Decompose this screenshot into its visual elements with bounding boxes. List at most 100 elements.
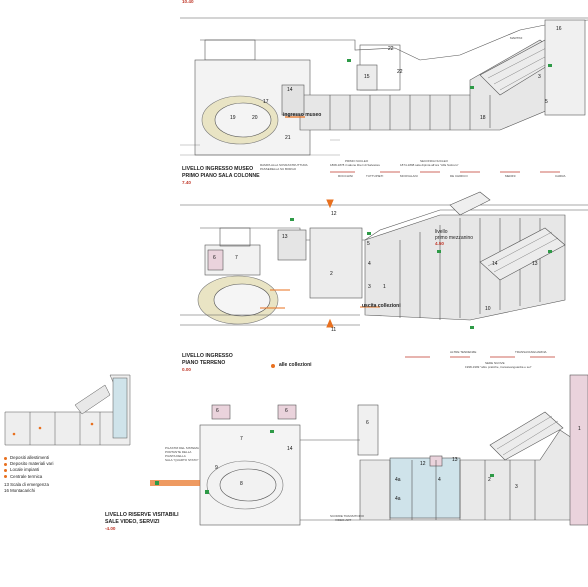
plan2-stair-markers: [290, 218, 552, 329]
plan1-room-15: 15: [364, 74, 370, 80]
plan2-room-4: 4: [368, 261, 371, 267]
plan1-band-0: ROCCHINI: [338, 174, 353, 178]
legend-label-3: Centrale termica: [10, 473, 43, 479]
plan3-room-2: 2: [488, 477, 491, 483]
plan3-room-pink-mid: [277, 404, 297, 420]
plan2-mezz-elev: 4.50: [435, 241, 444, 246]
plan3-room-12: 12: [420, 461, 426, 467]
plan2-room-1: 1: [383, 284, 386, 290]
plan2-long-gallery: [364, 214, 566, 321]
plan3-room-4a: 4a: [395, 477, 401, 483]
plan2-room-10: 10: [485, 306, 491, 312]
plan3-right-block: [569, 374, 588, 526]
legend-dot-1: [4, 462, 7, 466]
plan2-title-line1: LIVELLO INGRESSO: [182, 353, 233, 359]
legend: Depositi allestimenti Deposito materiali…: [4, 455, 53, 494]
plan2-note-seconda: SEDE NUOVE: [485, 361, 505, 365]
plan2-to-collections: alle collezioni: [279, 362, 312, 368]
plan3-room-9: 9: [215, 465, 218, 471]
plan2-mezz-line2: primo mezzanino: [435, 235, 474, 241]
plan3-elevation: -4.00: [105, 526, 116, 531]
plan2-room-6: 6: [213, 255, 216, 261]
key-plan-outline: [4, 374, 131, 446]
plan3-room-1: 1: [578, 426, 581, 432]
plan1-room-20: 20: [252, 115, 258, 121]
plan2-bottom-wall: [180, 314, 360, 326]
plan2-stair-tower: [219, 227, 251, 247]
legend-label-2: Locale impianti: [10, 467, 40, 473]
plan1-note-martini: MARTINI: [510, 36, 523, 40]
plan2-room-13b: 13: [532, 261, 538, 267]
plan3-title-line2: SALE VIDEO, SERVIZI: [105, 519, 160, 525]
plan2-room-3: 3: [368, 284, 371, 290]
plan3-pilastri-1: PILASTRI DEL SISTEMA: [165, 446, 199, 450]
top-elevation: 10.40: [182, 0, 194, 4]
plan3-pilastri-3: PIANTA DELLA: [165, 454, 186, 458]
plan-riserve: [199, 374, 588, 526]
plan1-band-1: TUTTUPIETI: [366, 174, 384, 178]
plan1-room-14: 14: [287, 87, 293, 93]
plan3-room-6b: 6: [366, 420, 369, 426]
plan3-blue-storage: [389, 457, 461, 519]
plan3-oval-inner: [219, 468, 277, 502]
legend-row-0: Depositi allestimenti: [4, 455, 53, 461]
plan3-pilastri-2: PORTANTE DELLA: [165, 450, 192, 454]
legend-stairs: 13 Scala di emergenza: [4, 481, 49, 487]
plan1-band-3: DE CHIRICO: [450, 174, 468, 178]
plan2-arrows: [260, 199, 380, 328]
plan1-band-4: MEDINI: [505, 174, 516, 178]
plan1-oval-inner: [214, 102, 272, 138]
plan2-note-altre: ALTRE TENDENZE: [450, 350, 477, 354]
plan1-room-dividers: [329, 95, 491, 130]
key-plan: [4, 374, 131, 446]
plan2-mezz-line1: livello: [435, 229, 448, 235]
plan1-room-16: 16: [556, 26, 562, 32]
plan3-room-13: 13: [452, 457, 458, 463]
plan3-note-scorre: SCORRE TRANSITORIO: [330, 514, 365, 518]
plan2-mezzanine-inset: [449, 191, 491, 216]
plan2-note-transav: TRANSAVANGUARDIA: [515, 350, 547, 354]
plan1-note-nucleo-range: 1868-1878 il salone liberi di Salvatore: [330, 163, 381, 167]
plan1-elevation: 7.40: [182, 180, 191, 185]
plan1-room-17: 17: [263, 99, 269, 105]
plan1-note-seconda-nucleo: SECONDA NUCLEO: [420, 159, 449, 163]
plan3-grid-hatch: [496, 415, 559, 456]
plan1-room-22b: 22: [397, 69, 403, 75]
plan1-room-5: 5: [545, 99, 548, 105]
plan1-title-line2: PRIMO PIANO SALA COLONNE: [182, 173, 260, 179]
plan3-room-7: 7: [240, 436, 243, 442]
plan1-column-grid: [180, 139, 340, 156]
legend-lifts-row: 16 Montacarichi: [4, 488, 53, 494]
legend-row-3: Centrale termica: [4, 474, 53, 480]
plan1-title-line1: LIVELLO INGRESSO MUSEO: [182, 166, 254, 172]
plan3-room-dividers: [389, 460, 536, 520]
plan2-collection-dot: [271, 364, 275, 368]
plan-primo-piano: [180, 17, 588, 156]
plan1-band-2: MOOVALANI: [400, 174, 418, 178]
plan3-stair-markers: [155, 430, 494, 494]
legend-row-2: Locale impianti: [4, 467, 53, 473]
plan1-note-passerella: PASSERELLA SU BORGO: [260, 167, 297, 171]
plan3-room-6c: 6: [285, 408, 288, 414]
plan2-block-13: [277, 229, 307, 261]
plan2-diagonal-wing: [479, 227, 566, 281]
plan1-entrance-label: ingresso museo: [283, 112, 322, 118]
plan3-walls: [300, 439, 360, 521]
plan1-stair-markers: [347, 59, 552, 89]
plan2-title-line2: PIANO TERRENO: [182, 360, 226, 366]
plan1-band-5: CARRA: [555, 174, 566, 178]
plan1-room-22a: 22: [388, 46, 394, 52]
plan2-room-13: 13: [282, 234, 288, 240]
plan3-room-4a-b: 4a: [395, 496, 401, 502]
plan3-pilastri-4: SALA "QUARTO STATO": [165, 458, 199, 462]
plan1-room-18: 18: [480, 115, 486, 121]
plan2-room-11: 11: [331, 327, 337, 333]
plan1-room-21: 21: [285, 135, 291, 141]
plan3-room-pink-left: [211, 404, 231, 420]
plan2-elevation: 0.00: [182, 367, 191, 372]
legend-label-0: Depositi allestimenti: [10, 455, 50, 460]
legend-row-1: Deposito materiali vari: [4, 461, 53, 467]
key-plan-blue: [112, 377, 128, 439]
